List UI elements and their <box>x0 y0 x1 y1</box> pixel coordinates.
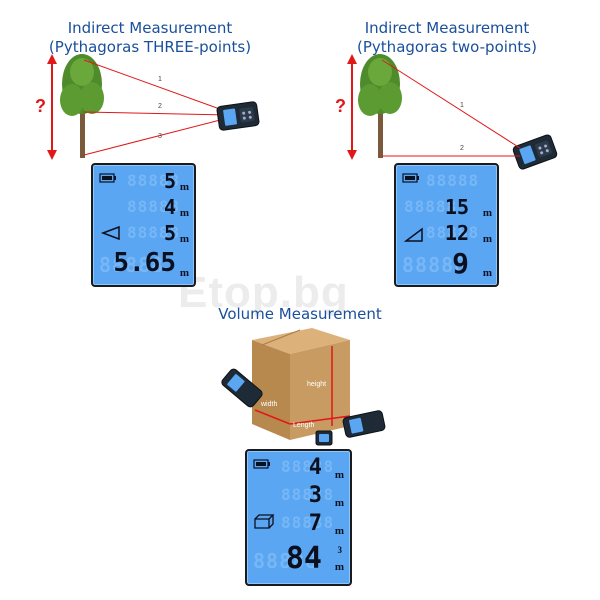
reading-row-2: 3 <box>308 483 322 508</box>
ghost-digits: 88888 <box>99 253 165 277</box>
reading-row-1: 15 <box>444 195 469 219</box>
ghost-digits: 88888 <box>281 513 335 532</box>
lcd-display-three-point: 88888 5 m 88888 4 m 88888 5 m 88888 5.65… <box>91 163 196 287</box>
unit-result: m <box>179 267 189 279</box>
rangefinder-device-icon <box>221 368 263 408</box>
battery-icon <box>253 457 273 475</box>
two-point-title-line2: (Pythagoras two-points) <box>357 38 537 56</box>
three-point-title-line2: (Pythagoras THREE-points) <box>48 38 252 56</box>
unit-row-3: m <box>179 233 189 245</box>
question-mark: ? <box>335 96 346 116</box>
ghost-digits: 88888 <box>281 457 335 476</box>
three-point-title-line1: Indirect Measurement <box>67 19 233 37</box>
ghost-digits: 88888 <box>253 549 319 573</box>
height-arrow <box>347 54 357 160</box>
unit-power: 3 <box>337 545 343 555</box>
unit-result: m <box>334 561 344 573</box>
reading-row-3: 7 <box>308 511 322 536</box>
cardboard-box-icon <box>252 328 351 440</box>
tree-icon <box>358 54 402 158</box>
unit-result: m <box>482 267 492 279</box>
reading-row-2: 4 <box>163 195 176 219</box>
ghost-digits: 88888 <box>127 171 181 190</box>
battery-icon <box>402 171 422 189</box>
lcd-display-volume: 88888 4 m 88888 3 m 88888 7 m 88888 84 3… <box>245 449 352 586</box>
ghost-digits: 88888 <box>426 223 480 242</box>
cuboid-icon <box>254 514 275 529</box>
reading-result: 9 <box>452 247 469 280</box>
reading-result: 84 <box>285 541 322 576</box>
reading-row-1: 5 <box>163 169 176 193</box>
length-label: Length <box>293 422 315 429</box>
line-label: 2 <box>460 145 464 152</box>
reading-result: 5.65 <box>113 248 176 278</box>
ghost-digits: 88888 <box>127 223 181 242</box>
right-triangle-icon <box>403 227 423 242</box>
unit-row-2: m <box>482 233 492 245</box>
reading-row-2: 12 <box>444 221 469 245</box>
ghost-digits: 88888 <box>404 197 458 216</box>
unit-row-3: m <box>334 525 344 537</box>
two-point-title-line1: Indirect Measurement <box>364 19 530 37</box>
ghost-digits: 88888 <box>281 485 335 504</box>
rangefinder-device-icon <box>216 101 260 131</box>
unit-row-1: m <box>179 181 189 193</box>
tree-icon <box>60 54 104 158</box>
volume-title: Volume Measurement <box>218 305 382 323</box>
two-point-title: Indirect Measurement (Pythagoras two-poi… <box>337 19 557 57</box>
unit-row-2: m <box>334 497 344 509</box>
battery-icon <box>99 171 119 189</box>
rangefinder-device-icon <box>315 430 333 446</box>
laser-lines <box>381 59 521 157</box>
reading-row-1: 4 <box>308 455 322 480</box>
line-label: 1 <box>460 102 464 109</box>
height-label: height <box>307 381 327 388</box>
rangefinder-device-icon <box>512 134 558 170</box>
ghost-digits: 88888 <box>127 197 181 216</box>
line-label: 3 <box>158 133 162 140</box>
lcd-display-two-point: 88888 88888 15 m 88888 12 m 88888 9 m <box>394 163 499 287</box>
triangle-left-icon <box>100 225 120 241</box>
rangefinder-device-icon <box>342 410 386 438</box>
laser-lines <box>83 59 229 156</box>
ghost-digits: 88888 <box>426 171 480 190</box>
ghost-digits: 88888 <box>402 253 468 277</box>
line-label: 2 <box>158 103 162 110</box>
width-label: width <box>261 401 278 408</box>
question-mark: ? <box>35 96 46 116</box>
unit-row-1: m <box>334 469 344 481</box>
line-label: 1 <box>158 76 162 83</box>
watermark: Etop.bg <box>178 268 349 317</box>
height-arrow <box>47 54 57 160</box>
three-point-title: Indirect Measurement (Pythagoras THREE-p… <box>40 19 260 57</box>
unit-row-1: m <box>482 207 492 219</box>
unit-row-2: m <box>179 207 189 219</box>
reading-row-3: 5 <box>163 221 176 245</box>
